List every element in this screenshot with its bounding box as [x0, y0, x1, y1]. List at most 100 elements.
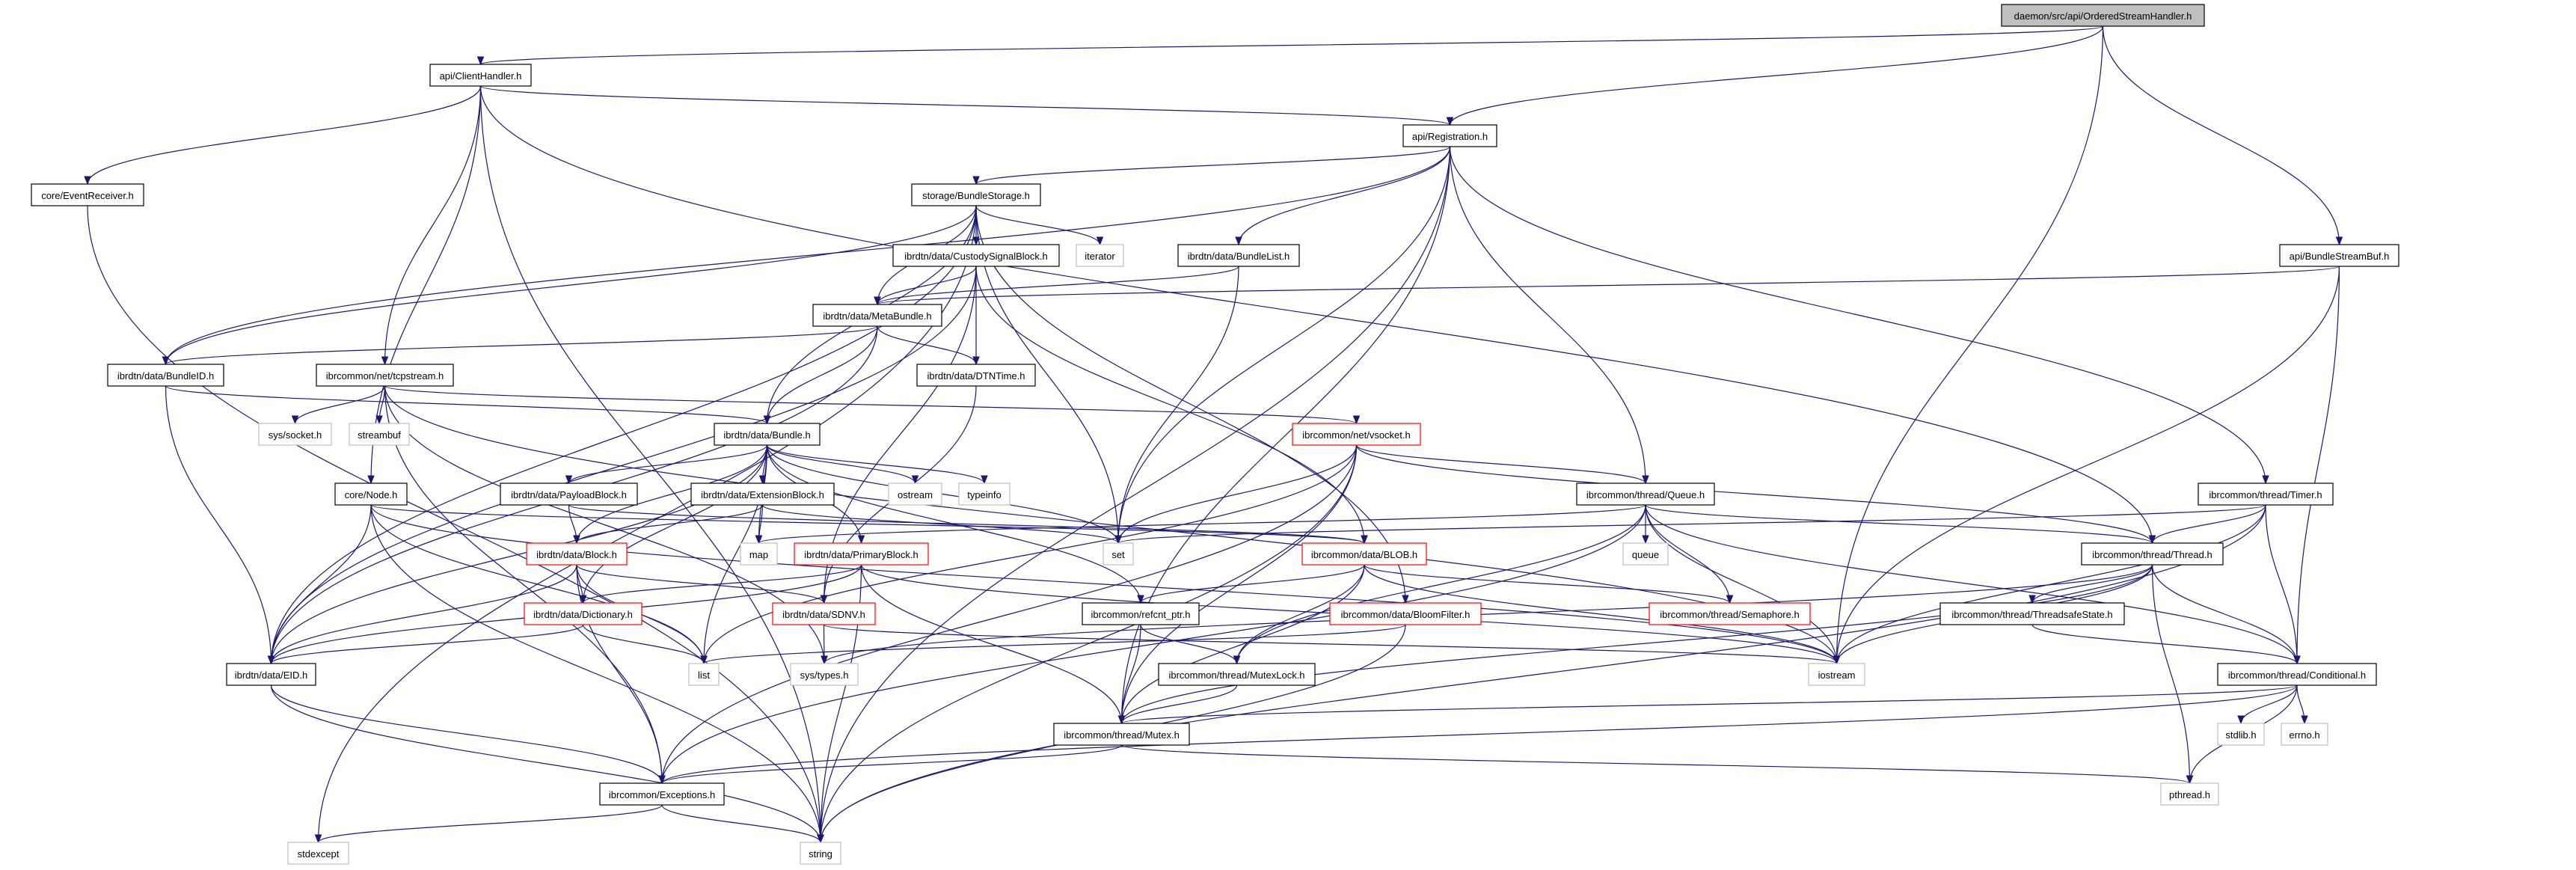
node-box — [688, 663, 720, 686]
edge-line — [165, 385, 272, 664]
node-refcnt_ptr[interactable]: ibrcommon/refcnt_ptr.h — [1082, 602, 1200, 625]
node-root[interactable]: daemon/src/api/OrderedStreamHandler.h — [2001, 4, 2205, 27]
node-bundle[interactable]: ibrdtn/data/Bundle.h — [714, 423, 821, 446]
node-thread[interactable]: ibrcommon/thread/Thread.h — [2081, 542, 2224, 566]
node-label: streambuf — [358, 429, 401, 441]
arrowhead-icon — [820, 595, 828, 604]
arrowhead-icon — [1833, 655, 1841, 665]
node-semaphore[interactable]: ibrcommon/thread/Semaphore.h — [1649, 602, 1811, 625]
node-timer[interactable]: ibrcommon/thread/Timer.h — [2198, 483, 2334, 506]
node-label: iterator — [1085, 251, 1115, 262]
edge-CustodySignalBlock-to-MetaBundle — [874, 266, 977, 306]
edge-line — [1645, 504, 2153, 544]
node-box — [1103, 542, 1134, 566]
node-custodysignalblock[interactable]: ibrdtn/data/CustodySignalBlock.h — [892, 244, 1060, 267]
node-sdnv[interactable]: ibrdtn/data/SDNV.h — [772, 602, 876, 625]
node-blob[interactable]: ibrcommon/data/BLOB.h — [1301, 542, 1427, 566]
arrowhead-icon — [972, 356, 980, 366]
node-box — [349, 423, 410, 446]
arrowhead-icon — [381, 356, 389, 366]
node-payloadblock[interactable]: ibrdtn/data/PayloadBlock.h — [500, 483, 638, 506]
arrowhead-icon — [1114, 535, 1122, 545]
edge-line — [87, 85, 482, 185]
edge-MetaBundle-to-Bundle — [763, 325, 878, 425]
edge-Dictionary-to-list — [582, 624, 708, 665]
node-tcpstream[interactable]: ibrcommon/net/tcpstream.h — [316, 364, 454, 387]
edge-line — [975, 266, 1365, 544]
node-box — [2217, 663, 2377, 686]
edge-SDNV-to-iostream — [823, 624, 1841, 665]
node-eventreceiver[interactable]: core/EventReceiver.h — [31, 183, 144, 206]
edge-line — [576, 564, 825, 604]
edge-line — [165, 146, 1451, 365]
edge-BloomFilter-to-list — [700, 624, 1406, 665]
node-streambuf: streambuf — [349, 423, 410, 446]
edge-line — [2151, 564, 2191, 784]
edge-line — [820, 444, 1358, 843]
node-mutex[interactable]: ibrcommon/thread/Mutex.h — [1053, 723, 1190, 746]
node-box — [2081, 542, 2224, 566]
node-queue[interactable]: ibrcommon/thread/Queue.h — [1576, 483, 1715, 506]
node-box — [1177, 244, 1300, 267]
node-label: pthread.h — [2169, 789, 2210, 800]
edge-Exceptions-to-stdexcept — [314, 804, 663, 844]
node-label: ibrdtn/data/MetaBundle.h — [823, 310, 931, 322]
edge-line — [165, 325, 878, 365]
node-label: ibrdtn/data/DTNTime.h — [927, 370, 1025, 382]
node-registration[interactable]: api/Registration.h — [1402, 124, 1497, 147]
edge-BundleStorage-to-BloomFilter — [975, 205, 1409, 604]
node-bundlelist[interactable]: ibrdtn/data/BundleList.h — [1177, 244, 1300, 267]
node-bundleid[interactable]: ibrdtn/data/BundleID.h — [107, 364, 224, 387]
node-threadsafestate[interactable]: ibrcommon/thread/ThreadsafeState.h — [1939, 602, 2125, 625]
edge-Queue-to-iostream — [1645, 504, 1841, 665]
arrowhead-icon — [579, 595, 587, 604]
edge-ClientHandler-to-EventReceiver — [84, 85, 482, 186]
node-bloomfilter[interactable]: ibrcommon/data/BloomFilter.h — [1329, 602, 1482, 625]
node-eid[interactable]: ibrdtn/data/EID.h — [226, 663, 316, 686]
node-label: typeinfo — [967, 489, 1002, 500]
edge-line — [877, 266, 977, 305]
edge-Timer-to-iostream — [1833, 504, 2266, 665]
node-box — [1576, 483, 1715, 506]
arrowhead-icon — [2335, 236, 2343, 246]
node-block[interactable]: ibrdtn/data/Block.h — [526, 542, 628, 566]
node-label: ibrcommon/thread/MutexLock.h — [1168, 670, 1304, 681]
node-metabundle[interactable]: ibrdtn/data/MetaBundle.h — [812, 304, 942, 327]
edge-line — [270, 684, 821, 843]
node-label: ibrdtn/data/ExtensionBlock.h — [701, 489, 824, 500]
node-vsocket[interactable]: ibrcommon/net/vsocket.h — [1292, 423, 1421, 446]
node-mutexlock[interactable]: ibrcommon/thread/MutexLock.h — [1158, 663, 1316, 686]
node-bundlestreambuf[interactable]: api/BundleStreamBuf.h — [2279, 244, 2399, 267]
node-label: string — [809, 848, 832, 860]
edge-line — [2296, 266, 2340, 664]
node-box — [772, 602, 876, 625]
edge-SDNV-to-systypes — [821, 624, 828, 665]
edge-line — [479, 85, 2153, 544]
edge-CustodySignalBlock-to-BLOB — [975, 266, 1368, 545]
node-clienthandler[interactable]: api/ClientHandler.h — [429, 64, 532, 87]
edge-line — [1645, 504, 1731, 604]
edge-line — [1449, 146, 1646, 484]
edge-line — [270, 444, 768, 664]
node-box — [31, 183, 144, 206]
node-exceptions[interactable]: ibrcommon/Exceptions.h — [599, 782, 725, 806]
node-label: ibrdtn/data/PrimaryBlock.h — [804, 549, 918, 560]
node-bundlestorage[interactable]: storage/BundleStorage.h — [911, 183, 1041, 206]
edge-vsocket-to-set — [1114, 444, 1358, 545]
node-dtntime[interactable]: ibrdtn/data/DTNTime.h — [916, 364, 1036, 387]
edge-line — [661, 744, 1123, 784]
node-conditional[interactable]: ibrcommon/thread/Conditional.h — [2217, 663, 2377, 686]
node-box — [1329, 602, 1482, 625]
node-label: core/EventReceiver.h — [41, 190, 134, 201]
edge-line — [1236, 564, 1365, 664]
node-dictionary[interactable]: ibrdtn/data/Dictionary.h — [524, 602, 643, 625]
node-label: ibrdtn/data/SDNV.h — [782, 609, 865, 620]
node-extensionblock[interactable]: ibrdtn/data/ExtensionBlock.h — [690, 483, 835, 506]
node-label: sys/socket.h — [269, 429, 322, 441]
arrowhead-icon — [2237, 715, 2245, 725]
edge-Thread-to-ThreadsafeState — [2028, 564, 2153, 604]
node-node[interactable]: core/Node.h — [334, 483, 408, 506]
node-label: ibrcommon/net/vsocket.h — [1302, 429, 1411, 441]
node-primaryblock[interactable]: ibrdtn/data/PrimaryBlock.h — [794, 542, 929, 566]
edge-line — [582, 564, 862, 604]
